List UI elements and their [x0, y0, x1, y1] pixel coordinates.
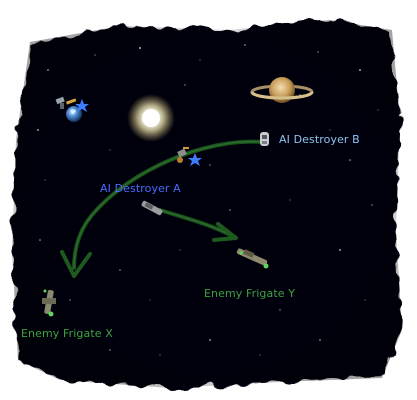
ship-icon[interactable] [42, 289, 56, 317]
ship-icon[interactable] [236, 248, 269, 269]
unit-label-ai-destroyer-b: AI Destroyer B [279, 133, 360, 146]
star-marker-icon [188, 153, 202, 166]
movement-arrow-icon [60, 250, 92, 278]
unit-label-enemy-frigate-y: Enemy Frigate Y [204, 287, 296, 300]
sun-icon [127, 94, 175, 142]
ringed-planet-icon [250, 77, 314, 103]
movement-arrow-icon [212, 222, 238, 242]
star-marker-icon [75, 99, 89, 112]
movement-arrow-icon [159, 209, 233, 237]
ship-icon[interactable] [141, 200, 163, 216]
unit-label-ai-destroyer-a: AI Destroyer A [100, 182, 181, 195]
unit-label-enemy-frigate-x: Enemy Frigate X [21, 327, 113, 340]
satellite-icon[interactable] [55, 96, 77, 109]
ship-icon[interactable] [177, 147, 189, 163]
ship-icon[interactable] [260, 132, 269, 146]
movement-arrows [60, 139, 264, 278]
movement-arrow-icon [73, 141, 263, 269]
